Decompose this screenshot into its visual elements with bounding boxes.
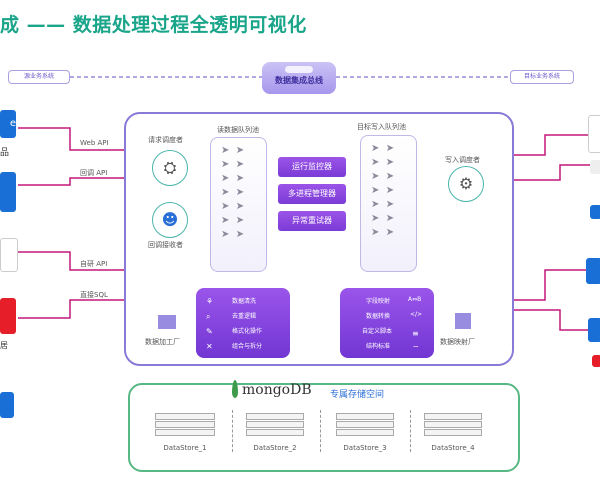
factory-item: 数据转换 [366,313,391,320]
storage-title: 专属存储空间 [330,390,385,400]
read-queue-label: 读数据队列池 [217,126,259,134]
datastore-label: DataStore_4 [431,444,475,452]
read-factory: 数据清洗 去重逻辑 格式化操作 组合与拆分 ⚘⌕✎✕ [196,288,290,358]
run-monitor-button[interactable]: 运行监控器 [278,157,346,177]
factory-item: 去重逻辑 [232,313,257,320]
factory-mark: </> [410,311,423,318]
left-fragment: 品 [0,148,10,158]
factory-icon [455,313,471,329]
datastore-label: DataStore_2 [253,444,297,452]
read-factory-label: 数据加工厂 [145,338,180,346]
datastore-1: DataStore_1 [150,412,220,452]
server-icon [336,413,394,436]
factory-item: 字段映射 [366,298,391,305]
write-factory: 字段映射 数据转换 自定义脚本 结构标准 A⇔B </> ≡⌔ [340,288,434,358]
factory-item-icons: ⚘⌕✎✕ [206,297,214,351]
datastore-4: DataStore_4 [418,412,488,452]
write-queue: ➤ ➤➤ ➤➤ ➤➤ ➤➤ ➤➤ ➤➤ ➤ [360,135,417,272]
write-queue-label: 目标写入队列池 [357,123,406,131]
datastore-label: DataStore_1 [163,444,207,452]
process-manager-button[interactable]: 多进程管理器 [278,184,346,204]
left-system-web: e [0,110,16,138]
right-system-6 [592,355,600,367]
source-system-tag: 源业务系统 [8,70,70,84]
target-system-tag: 目标业务系统 [510,70,574,84]
left-system-callback [0,172,16,212]
robot-icon: ☻ [161,210,179,229]
factory-item: 结构标准 [366,343,391,350]
right-system-3 [590,205,600,219]
robot-arm-icon: ⚙ [458,174,474,193]
server-icon [424,413,482,436]
factory-icon [158,315,176,329]
paper-plane-icon: ➤ ➤➤ ➤➤ ➤➤ ➤➤ ➤➤ ➤➤ ➤ [371,143,395,238]
left-fragment: e [9,118,16,129]
left-fragment: 居 [0,341,8,350]
right-system-4 [586,258,600,284]
robot-icon: ⛭ [163,158,177,177]
retry-button[interactable]: 异常重试器 [278,211,346,231]
scheduler-node: ⛭ [152,150,188,186]
link-label-web-api: Web API [80,139,109,147]
write-factory-label: 数据映射厂 [440,338,475,346]
left-system-sql [0,298,16,334]
right-system-2 [590,160,600,174]
datastore-divider [320,410,321,452]
left-system-other [0,392,14,418]
link-label-custom-api: 自研 API [80,260,108,268]
bus-label: 数据集成总线 [275,76,323,85]
left-system-custom [0,238,18,272]
bus-cloud-icon [285,66,313,73]
right-system-1 [588,115,600,153]
receiver-label: 回调接收者 [148,241,183,249]
writer-node: ⚙ [448,166,484,202]
link-label-callback-api: 回调 API [80,169,108,177]
factory-item: 格式化操作 [232,328,263,335]
writer-label: 写入调度者 [445,156,480,164]
datastore-divider [232,410,233,452]
mongodb-leaf-icon [232,380,238,398]
paper-plane-icon: ➤ ➤➤ ➤➤ ➤➤ ➤➤ ➤➤ ➤➤ ➤ [221,145,245,240]
datastore-2: DataStore_2 [240,412,310,452]
integration-bus: 数据集成总线 [262,62,336,94]
datastore-divider [410,410,411,452]
mongodb-logo: mongoDB [242,382,312,398]
datastore-3: DataStore_3 [330,412,400,452]
factory-mark: A⇔B [408,296,422,303]
right-system-5 [588,318,600,342]
read-queue: ➤ ➤➤ ➤➤ ➤➤ ➤➤ ➤➤ ➤➤ ➤ [210,137,267,272]
scheduler-label: 请求调度者 [148,136,183,144]
server-icon [246,413,304,436]
datastore-label: DataStore_3 [343,444,387,452]
link-label-direct-sql: 直接SQL [80,291,108,299]
factory-item: 自定义脚本 [362,328,393,335]
page-title: 成 —— 数据处理过程全透明可视化 [0,14,307,36]
factory-item: 数据清洗 [232,298,257,305]
server-icon [155,413,215,436]
factory-mark-icons: ≡⌔ [412,329,420,353]
receiver-node: ☻ [152,202,188,238]
factory-item: 组合与拆分 [232,343,263,350]
core-engine [124,112,514,366]
